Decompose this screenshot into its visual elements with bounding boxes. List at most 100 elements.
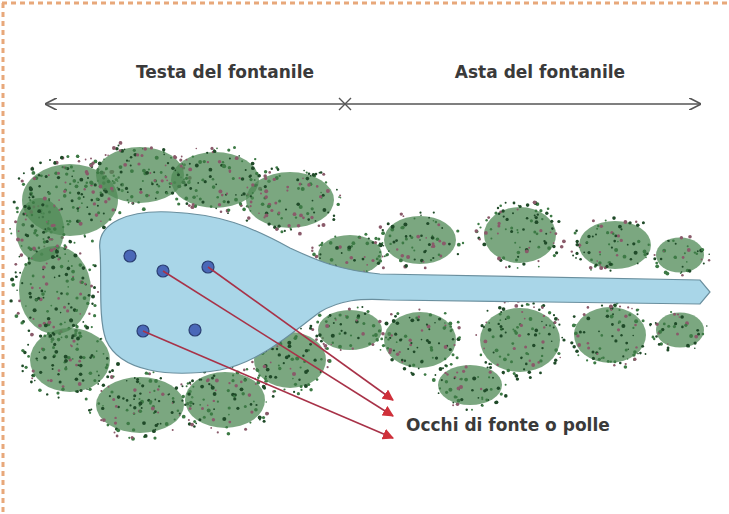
foliage-dot	[575, 252, 578, 255]
foliage-dot	[326, 189, 330, 193]
foliage-dot	[61, 336, 63, 338]
foliage-dot	[677, 313, 679, 315]
foliage-dot	[335, 246, 339, 250]
foliage-dot	[632, 242, 635, 245]
foliage-dot	[78, 382, 82, 386]
foliage-dot	[325, 320, 328, 323]
foliage-dot	[418, 368, 420, 370]
foliage-dot	[131, 437, 135, 441]
foliage-dot	[270, 362, 272, 364]
foliage-dot	[557, 352, 560, 355]
foliage-dot	[613, 304, 617, 308]
foliage-dot	[91, 303, 93, 305]
foliage-dot	[155, 156, 159, 160]
foliage-dot	[628, 313, 631, 316]
foliage-dot	[687, 248, 691, 252]
foliage-dot	[186, 385, 188, 387]
foliage-dot	[547, 246, 551, 250]
foliage-dot	[633, 359, 635, 361]
foliage-dot	[435, 357, 438, 360]
foliage-dot	[490, 363, 492, 365]
foliage-dot	[660, 258, 663, 261]
foliage-dot	[682, 256, 685, 259]
foliage-dot	[29, 316, 31, 318]
foliage-dot	[249, 175, 252, 178]
foliage-dot	[663, 323, 666, 326]
foliage-dot	[602, 357, 605, 360]
foliage-dot	[637, 240, 640, 243]
foliage-dot	[96, 350, 98, 352]
foliage-dot	[612, 233, 614, 235]
foliage-dot	[213, 408, 215, 410]
foliage-dot	[510, 360, 513, 363]
foliage-dot	[105, 167, 108, 170]
foliage-dot	[175, 197, 178, 200]
foliage-dot	[217, 431, 219, 433]
foliage-dot	[587, 251, 590, 254]
foliage-dot	[130, 165, 132, 167]
bush	[246, 172, 334, 228]
foliage-dot	[549, 325, 551, 327]
foliage-dot	[625, 342, 628, 345]
foliage-dot	[82, 356, 85, 359]
foliage-dot	[617, 234, 620, 237]
foliage-dot	[438, 342, 440, 344]
foliage-dot	[120, 171, 123, 174]
foliage-dot	[177, 173, 180, 176]
foliage-dot	[288, 344, 292, 348]
foliage-dot	[606, 231, 609, 234]
foliage-dot	[614, 248, 618, 252]
foliage-dot	[20, 321, 23, 324]
foliage-dot	[634, 319, 638, 323]
foliage-dot	[81, 281, 84, 284]
foliage-dot	[557, 220, 560, 223]
foliage-dot	[526, 217, 529, 220]
foliage-dot	[377, 262, 380, 265]
foliage-dot	[30, 333, 34, 337]
foliage-dot	[550, 231, 552, 233]
foliage-dot	[27, 355, 30, 358]
foliage-dot	[452, 404, 454, 406]
foliage-dot	[54, 161, 56, 163]
foliage-dot	[548, 333, 551, 336]
foliage-dot	[514, 242, 516, 244]
foliage-dot	[311, 250, 313, 252]
foliage-dot	[69, 240, 71, 242]
foliage-dot	[93, 304, 96, 307]
foliage-dot	[53, 333, 56, 336]
foliage-dot	[233, 146, 236, 149]
foliage-dot	[137, 162, 140, 165]
foliage-dot	[412, 364, 415, 367]
foliage-dot	[244, 405, 247, 408]
foliage-dot	[327, 211, 329, 213]
foliage-dot	[680, 315, 684, 319]
foliage-dot	[423, 250, 426, 253]
foliage-dot	[233, 395, 235, 397]
foliage-dot	[675, 243, 677, 245]
foliage-dot	[537, 260, 539, 262]
foliage-dot	[78, 360, 81, 363]
foliage-dot	[189, 407, 192, 410]
foliage-dot	[589, 266, 593, 270]
foliage-dot	[283, 388, 285, 390]
foliage-dot	[541, 347, 543, 349]
foliage-dot	[495, 401, 498, 404]
foliage-dot	[154, 410, 157, 413]
foliage-dot	[97, 211, 100, 214]
foliage-dot	[314, 359, 317, 362]
foliage-dot	[587, 347, 590, 350]
foliage-dot	[90, 409, 92, 411]
foliage-dot	[85, 170, 89, 174]
foliage-dot	[534, 201, 538, 205]
foliage-dot	[267, 222, 270, 225]
foliage-dot	[316, 185, 319, 188]
foliage-dot	[599, 266, 603, 270]
foliage-dot	[329, 241, 333, 245]
foliage-dot	[254, 158, 256, 160]
foliage-dot	[64, 244, 67, 247]
foliage-dot	[52, 346, 55, 349]
foliage-dot	[400, 226, 403, 229]
foliage-dot	[701, 259, 703, 261]
foliage-dot	[75, 348, 79, 352]
foliage-dot	[431, 246, 433, 248]
